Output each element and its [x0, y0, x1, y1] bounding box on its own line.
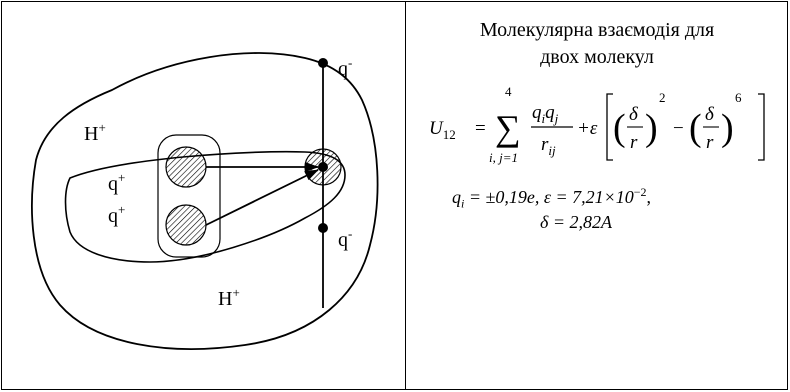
formula-denominator: rij — [541, 134, 556, 158]
formula-bracket-right — [758, 93, 765, 161]
formula-delta-1: δ — [629, 104, 639, 125]
negative-charge-top-dot — [318, 58, 328, 68]
formula-paren-close-2: ) — [721, 107, 734, 149]
params-line-2: δ = 2,82A — [540, 212, 613, 232]
formula-paren-open-1: ( — [613, 107, 626, 149]
formula-paren-close-1: ) — [645, 107, 658, 149]
label-q-minus-bottom: q- — [338, 226, 352, 251]
interaction-arrow-2 — [205, 169, 319, 226]
formula-numerator: qiqj — [532, 102, 559, 126]
label-q-plus-2: q+ — [108, 202, 125, 227]
formula-sum-top: 4 — [505, 84, 512, 99]
formula-sum-bottom: i, j=1 — [489, 150, 518, 165]
formula-minus: − — [673, 118, 684, 139]
formula-r-2: r — [706, 132, 714, 153]
central-atom-nucleus — [318, 162, 328, 172]
inner-molecule-contour — [64, 150, 346, 263]
formula-bracket-left — [606, 93, 613, 161]
label-h-plus-bottom: H+ — [218, 285, 240, 310]
panel-divider — [405, 1, 406, 390]
params-line-1: qi = ±0,19e, ε = 7,21×10−2, — [452, 185, 652, 211]
formula-equals: = — [475, 118, 486, 139]
formula-plus-epsilon: +ε — [577, 118, 598, 139]
molecule-diagram: H+ H+ q+ q+ q- q- — [31, 52, 379, 350]
formula-exp-2: 2 — [659, 90, 666, 105]
interaction-formula: U12 = 4 ∑ i, j=1 qiqj rij +ε ( δ r ) 2 −… — [429, 84, 765, 165]
formula-sum-symbol: ∑ — [495, 108, 521, 148]
label-q-minus-top: q- — [338, 55, 352, 80]
positive-charge-group-box — [157, 134, 221, 258]
title-line-2: двох молекул — [540, 46, 654, 68]
outer-molecule-contour — [31, 52, 379, 350]
formula-paren-open-2: ( — [689, 107, 702, 149]
formula-r-1: r — [630, 132, 638, 153]
title-line-1: Молекулярна взаємодія для — [479, 19, 715, 41]
formula-u: U12 — [429, 118, 456, 142]
formula-exp-6: 6 — [735, 90, 742, 105]
positive-charge-sphere-2 — [165, 204, 207, 246]
positive-charge-sphere-1 — [165, 146, 207, 188]
label-q-plus-1: q+ — [108, 170, 125, 195]
formula-delta-2: δ — [705, 104, 715, 125]
label-h-plus-top: H+ — [84, 120, 106, 145]
negative-charge-bottom-dot — [318, 223, 328, 233]
